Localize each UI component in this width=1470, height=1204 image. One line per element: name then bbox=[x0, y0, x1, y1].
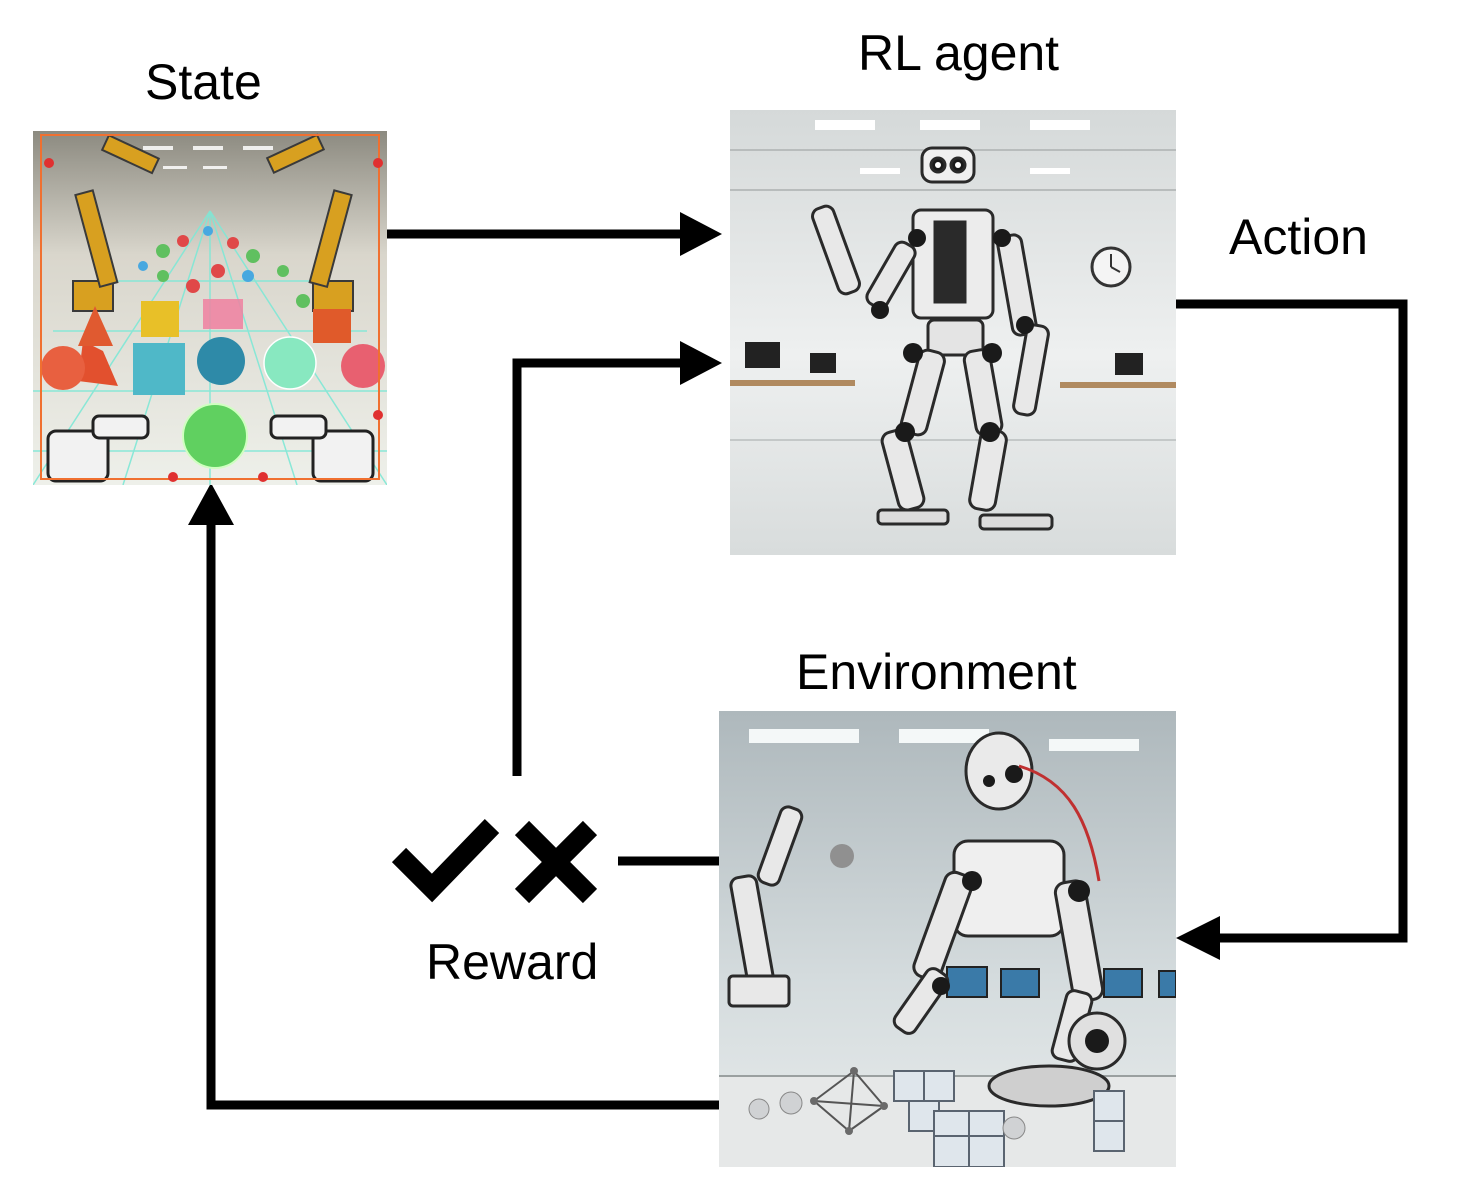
arrowhead-action-env bbox=[1176, 916, 1220, 960]
state-label: State bbox=[145, 54, 262, 110]
cross-icon bbox=[514, 820, 598, 904]
environment-image bbox=[719, 711, 1176, 1167]
action-label: Action bbox=[1229, 209, 1368, 265]
environment-label: Environment bbox=[796, 644, 1077, 700]
arrow-env-to-state bbox=[206, 520, 719, 1110]
arrowhead-state-agent bbox=[680, 212, 722, 256]
agent-image bbox=[730, 110, 1176, 555]
arrow-action-to-env bbox=[1176, 299, 1408, 943]
check-icon bbox=[391, 819, 500, 903]
agent-label: RL agent bbox=[858, 25, 1060, 81]
arrow-reward-to-agent bbox=[512, 358, 684, 776]
arrowhead-reward-agent bbox=[680, 341, 722, 385]
state-image bbox=[33, 131, 387, 485]
arrowhead-env-state bbox=[188, 483, 234, 525]
reward-label: Reward bbox=[426, 934, 599, 990]
